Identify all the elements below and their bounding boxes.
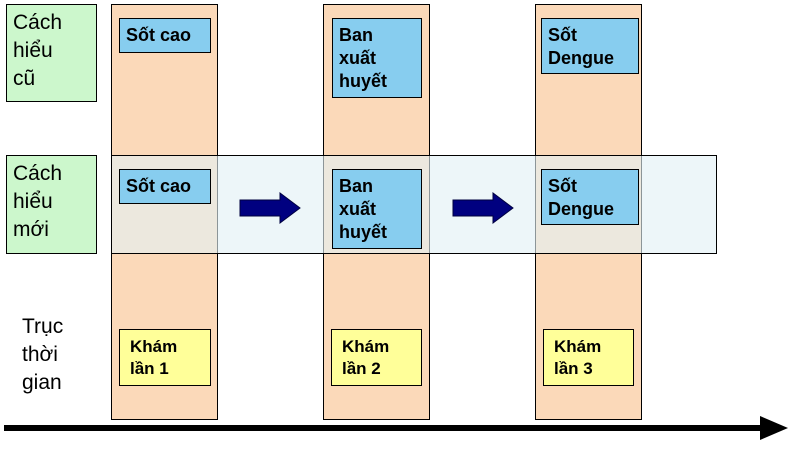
old-understanding-label: Cách hiểu cũ (6, 4, 97, 102)
new-high-fever-box: Sốt cao (119, 169, 211, 204)
timeline-label: Trục thời gian (22, 315, 64, 394)
time-axis-arrow-icon (4, 416, 788, 440)
visit-3-box: Khám lần 3 (543, 329, 634, 386)
old-dengue-fever-box: Sốt Dengue (541, 18, 639, 74)
old-high-fever-box: Sốt cao (119, 18, 211, 53)
right-arrow-icon (452, 192, 514, 224)
new-dengue-fever-box: Sốt Dengue (541, 169, 639, 225)
new-understanding-label: Cách hiểu mới (6, 155, 97, 254)
visit-1-box: Khám lần 1 (119, 329, 211, 386)
new-hemorrhagic-rash-box: Ban xuất huyết (332, 169, 422, 249)
visit-2-box: Khám lần 2 (331, 329, 422, 386)
old-hemorrhagic-rash-box: Ban xuất huyết (332, 18, 422, 98)
right-arrow-icon (239, 192, 301, 224)
